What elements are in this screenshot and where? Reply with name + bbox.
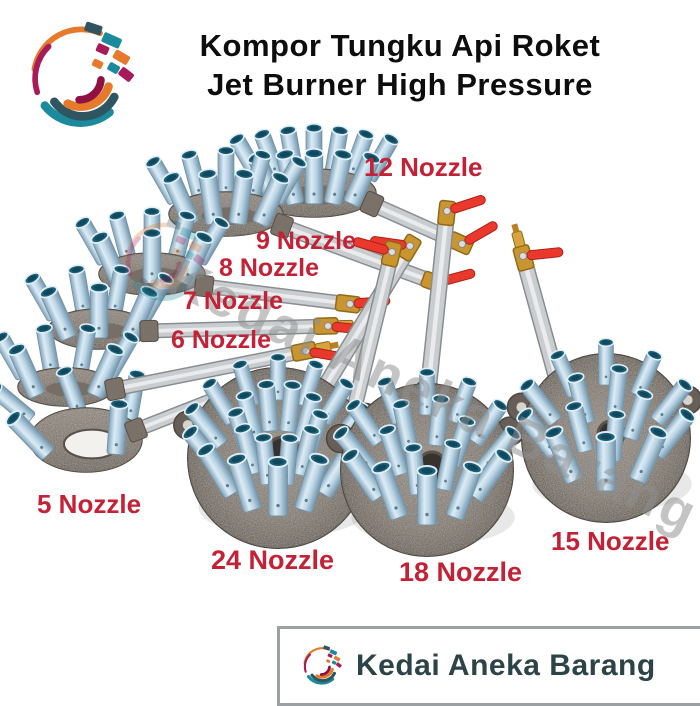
brand-box: Kedai Aneka Barang — [277, 626, 700, 706]
label-7-nozzle: 7 Nozzle — [183, 287, 284, 315]
label-9-nozzle: 9 Nozzle — [256, 227, 357, 255]
valve-lever — [450, 195, 486, 214]
burner-5-nozzle-photo — [0, 363, 147, 473]
burner-handle-pipe — [415, 195, 486, 403]
label-12-nozzle: 12 Nozzle — [364, 152, 483, 182]
gas-valve — [290, 340, 346, 363]
label-6-nozzle: 6 Nozzle — [171, 326, 272, 354]
label-5-nozzle: 5 Nozzle — [37, 489, 142, 519]
label-8-nozzle: 8 Nozzle — [219, 254, 320, 282]
page-title-line1: Kompor Tungku Api Roket — [199, 28, 601, 63]
page-title: Kompor Tungku Api Roket Jet Burner High … — [100, 26, 700, 104]
burner-15-nozzle-photo — [506, 337, 700, 523]
label-18-nozzle: 18 Nozzle — [399, 557, 523, 587]
page-title-line2: Jet Burner High Pressure — [207, 67, 593, 103]
gas-valve — [511, 223, 564, 272]
burner-handle-pipe — [339, 237, 403, 430]
label-24-nozzle: 24 Nozzle — [211, 545, 335, 575]
burner-24-nozzle-photo — [173, 352, 380, 549]
brand-globe-logo — [303, 644, 344, 685]
burner-9-nozzle-photo — [143, 145, 309, 237]
brand-name: Kedai Aneka Barang — [356, 649, 656, 682]
valve-lever — [526, 247, 564, 261]
label-15-nozzle: 15 Nozzle — [551, 526, 670, 556]
gas-valve — [437, 195, 486, 227]
gas-valve — [446, 221, 498, 256]
burner-18-nozzle-photo — [325, 367, 526, 557]
gas-valve — [352, 237, 403, 268]
valve-lever — [464, 221, 498, 245]
